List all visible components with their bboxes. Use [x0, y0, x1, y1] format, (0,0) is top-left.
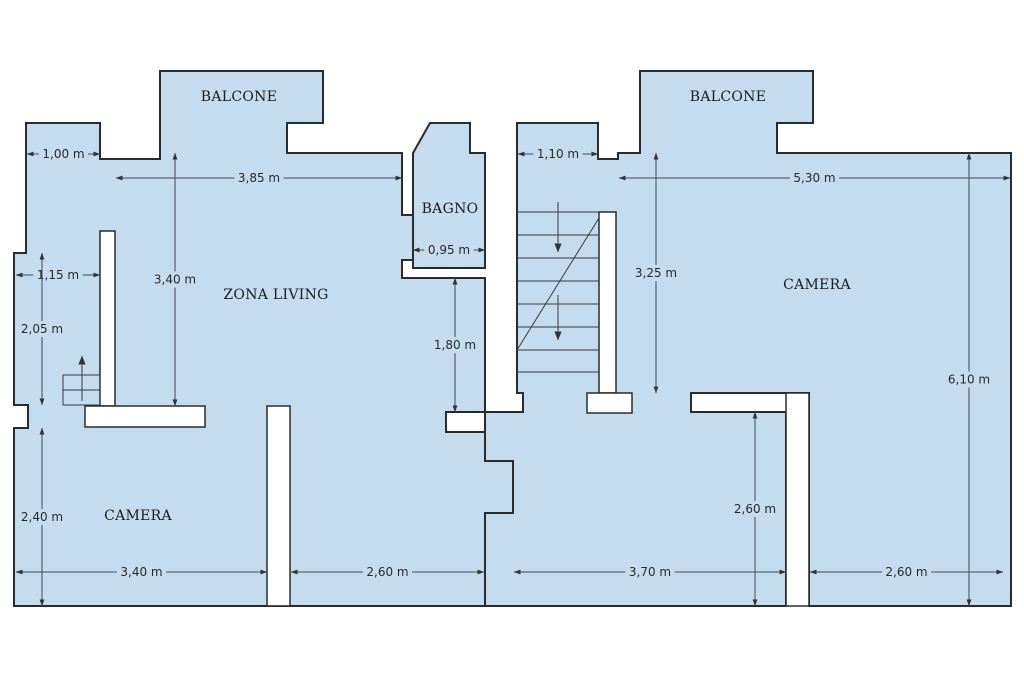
living-stair-wall-vertical: [99, 230, 116, 407]
camera-left-partition: [266, 405, 291, 607]
stairs-left: [62, 355, 101, 406]
dim-camera-right-depth: 3,25 m: [631, 152, 681, 394]
right-stair-wall: [598, 211, 617, 394]
dim-right-total-depth-label-bg: [944, 371, 994, 388]
dim-camera-left-depth-label: 2,40 m: [21, 510, 63, 524]
dim-corridor-depth-label-bg: [430, 337, 480, 353]
label-zona-living: ZONA LIVING: [223, 287, 328, 303]
left-bagno-area: [412, 122, 486, 269]
dim-center-width: 2,60 m: [290, 564, 485, 580]
dim-right-balcony-depth-label-bg: [533, 146, 583, 162]
dim-stair-width-label-bg: [33, 267, 83, 283]
dim-right-bottom-depth-label: 2,60 m: [734, 502, 776, 516]
dim-stair-width-label: 1,15 m: [37, 268, 79, 282]
dim-camera-left-width-label-bg: [116, 564, 167, 580]
label-camera-left: CAMERA: [104, 508, 172, 524]
dim-camera-right-depth-label-bg: [631, 265, 681, 281]
dim-bagno-width-label: 0,95 m: [428, 243, 470, 257]
dim-stair-depth: 2,05 m: [17, 252, 67, 406]
dim-camera-left-depth-label-bg: [17, 509, 67, 525]
right-area: [484, 70, 1012, 607]
dimension-lines: 1,00 m 3,85 m 3,40 m 1,15 m 2,05 m 0,95 m 1,80…: [15, 146, 1011, 607]
dim-right-total-depth-label: 6,10 m: [948, 373, 990, 387]
dim-right-center-width: 3,70 m: [513, 564, 787, 580]
dim-living-depth: 3,40 m: [150, 152, 200, 407]
label-camera-right: CAMERA: [783, 277, 851, 293]
dim-bagno-width: 0,95 m: [412, 242, 486, 258]
dim-living-width-label-bg: [234, 170, 284, 186]
dim-right-balcony-depth: 1,10 m: [517, 146, 599, 162]
dim-camera-right-width: 5,30 m: [618, 170, 1011, 186]
dim-living-balcony-depth-label-bg: [38, 146, 89, 162]
label-balcone-right: BALCONE: [690, 89, 766, 105]
dim-stair-depth-label-bg: [17, 321, 67, 337]
stairs-right: [516, 202, 600, 373]
label-bagno: BAGNO: [422, 201, 479, 217]
dim-corridor-depth: 1,80 m: [430, 277, 480, 413]
dim-living-width: 3,85 m: [115, 170, 403, 186]
dim-center-width-label: 2,60 m: [366, 565, 408, 579]
dim-living-depth-label-bg: [150, 271, 200, 288]
camera-right-partition: [785, 392, 810, 607]
dim-right-total-depth: 6,10 m: [944, 152, 994, 607]
dim-right-bottom-depth-label-bg: [730, 501, 780, 517]
dim-stair-width: 1,15 m: [15, 267, 101, 283]
dim-camera-left-depth: 2,40 m: [17, 427, 67, 607]
dim-right-corner-width-label-bg: [881, 564, 932, 580]
dim-camera-left-width-label: 3,40 m: [120, 565, 162, 579]
right-stair-landing: [586, 392, 633, 414]
dim-camera-left-width: 3,40 m: [15, 564, 268, 580]
dim-right-corner-width: 2,60 m: [809, 564, 1004, 580]
living-stair-wall-horizontal: [84, 405, 206, 428]
dim-corridor-depth-label: 1,80 m: [434, 338, 476, 352]
dim-camera-right-width-label: 5,30 m: [793, 171, 835, 185]
dim-camera-right-depth-label: 3,25 m: [635, 266, 677, 280]
dim-right-corner-width-label: 2,60 m: [885, 565, 927, 579]
dim-right-center-width-label: 3,70 m: [629, 565, 671, 579]
dim-stair-depth-label: 2,05 m: [21, 322, 63, 336]
dim-right-center-width-label-bg: [625, 564, 675, 580]
label-balcone-left: BALCONE: [201, 89, 277, 105]
right-unit: [484, 70, 1012, 607]
dim-living-balcony-depth-label: 1,00 m: [42, 147, 84, 161]
dim-bagno-width-label-bg: [424, 242, 474, 258]
dim-living-depth-label: 3,40 m: [154, 273, 196, 287]
dim-camera-right-width-label-bg: [789, 170, 840, 186]
dim-center-width-label-bg: [362, 564, 413, 580]
dim-living-balcony-depth: 1,00 m: [26, 146, 101, 162]
dim-living-width-label: 3,85 m: [238, 171, 280, 185]
dim-right-balcony-depth-label: 1,10 m: [537, 147, 579, 161]
